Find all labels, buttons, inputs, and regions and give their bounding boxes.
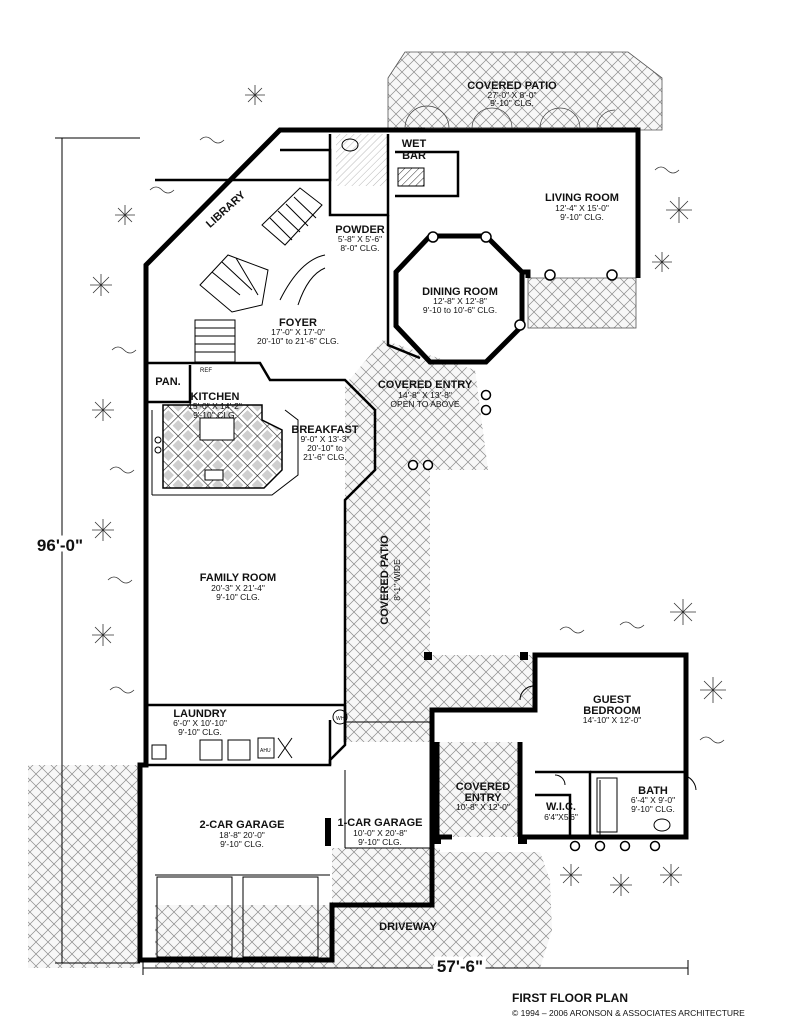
- breakfast-ceiling-2: 21'-6" CLG.: [303, 452, 347, 462]
- family-room-name: FAMILY ROOM: [200, 572, 276, 584]
- overall-depth-dimension: 96'-0": [37, 536, 83, 555]
- garage-2car-size: 18'-8" 20'-0": [219, 830, 265, 840]
- powder-name: POWDER: [335, 224, 385, 236]
- kitchen-island: [199, 417, 235, 441]
- bath-name: BATH: [638, 785, 668, 797]
- laundry-name: LAUNDRY: [173, 708, 227, 720]
- covered-patio-side-paving: [345, 470, 535, 742]
- water-heater: [332, 709, 348, 725]
- room-labels: COVERED PATIO 27'-0" X 8'-0" 9'-10" CLG.…: [155, 80, 675, 933]
- dining-room-ceiling: 9'-10 to 10'-6" CLG.: [423, 305, 497, 315]
- refrigerator-label: REF: [200, 368, 212, 374]
- garage-2car-ceiling: 9'-10" CLG.: [220, 839, 264, 849]
- tub: [596, 777, 618, 833]
- covered-entry-guest-name-2: ENTRY: [465, 792, 503, 804]
- garage-1car-name: 1-CAR GARAGE: [338, 817, 423, 829]
- laundry-sink: [151, 744, 167, 760]
- fixtures: [151, 138, 697, 833]
- covered-entry-main-size: 14'-8" X 13'-8": [398, 390, 452, 400]
- powder-size: 5'-8" X 5'-6": [338, 234, 382, 244]
- garage-1car-size: 10'-0" X 20'-8": [353, 828, 407, 838]
- driveway-paving: [28, 765, 552, 968]
- breakfast-size: 9'-0" X 13'-3": [301, 434, 350, 444]
- washer: [199, 739, 223, 761]
- powder-ceiling: 8'-0" CLG.: [340, 243, 379, 253]
- dimension-lines: [55, 137, 689, 975]
- foyer-name: FOYER: [279, 317, 317, 329]
- kitchen-size: 15'-0" X 14'-2": [188, 401, 242, 411]
- wet-bar-name-2: BAR: [402, 150, 426, 162]
- family-room-ceiling: 9'-10" CLG.: [216, 592, 260, 602]
- breakfast-ceiling-1: 20'-10" to: [307, 443, 343, 453]
- plan-title: FIRST FLOOR PLAN: [512, 991, 628, 1005]
- covered-patio-top-ceiling: 9'-10" CLG.: [490, 98, 534, 108]
- living-room-patio-paving: [527, 277, 637, 329]
- covered-patio-top-name: COVERED PATIO: [467, 80, 557, 92]
- dryer: [227, 739, 251, 761]
- pantry-name: PAN.: [155, 376, 180, 388]
- living-room-size: 12'-4" X 15'-0": [555, 203, 609, 213]
- wet-bar-name-1: WET: [402, 138, 427, 150]
- living-room-ceiling: 9'-10" CLG.: [560, 212, 604, 222]
- sink: [204, 469, 224, 481]
- dining-room-size: 12'-8" X 12'-8": [433, 296, 487, 306]
- covered-entry-main-name: COVERED ENTRY: [378, 379, 473, 391]
- guest-entry-paving: [437, 742, 520, 837]
- powder-toilet: [341, 138, 359, 152]
- covered-patio-side-name: COVERED PATIO: [379, 535, 391, 625]
- library-name: LIBRARY: [204, 189, 249, 231]
- wic-name: W.I.C.: [546, 801, 576, 813]
- living-room-name: LIVING ROOM: [545, 192, 619, 204]
- covered-entry-guest-size: 10'-8" X 12'-0": [456, 802, 510, 812]
- guest-bedroom-name-1: GUEST: [593, 694, 631, 706]
- kitchen-ceiling: 9'-10" CLG.: [193, 410, 237, 420]
- interior-walls: [146, 134, 686, 958]
- covered-patio-side-size: 8'-1" WIDE: [392, 559, 402, 601]
- foyer-ceiling: 20'-10" to 21'-6" CLG.: [257, 336, 339, 346]
- kitchen-name: KITCHEN: [191, 391, 240, 403]
- patio-doors: [404, 105, 616, 129]
- foyer-size: 17'-0" X 17'-0": [271, 327, 325, 337]
- powder-tile-floor: [336, 134, 388, 186]
- covered-entry-guest-name-1: COVERED: [456, 781, 510, 793]
- covered-entry-paving: [345, 340, 488, 500]
- kitchen-tile-floor: [162, 404, 283, 489]
- guest-bedroom-size: 14'-10" X 12'-0": [583, 715, 641, 725]
- garage-1car-ceiling: 9'-10" CLG.: [358, 837, 402, 847]
- bath-ceiling: 9'-10" CLG.: [631, 804, 675, 814]
- water-heater-label: WH: [336, 716, 345, 722]
- landscaping: [90, 85, 726, 896]
- wic-size: 6'4"X5'6": [544, 812, 578, 822]
- wet-bar-counter: [397, 167, 425, 187]
- copyright-notice: © 1994 – 2006 ARONSON & ASSOCIATES ARCHI…: [512, 1008, 745, 1018]
- covered-entry-main-ceiling: OPEN TO ABOVE: [390, 399, 459, 409]
- overall-width-dimension: 57'-6": [437, 957, 483, 976]
- laundry-ceiling: 9'-10" CLG.: [178, 727, 222, 737]
- columns: [407, 231, 661, 852]
- family-room-size: 20'-3" X 21'-4": [211, 583, 265, 593]
- guest-bedroom-name-2: BEDROOM: [583, 705, 640, 717]
- dining-room-name: DINING ROOM: [422, 286, 498, 298]
- laundry-size: 6'-0" X 10'-10": [173, 718, 227, 728]
- paving: [28, 51, 663, 968]
- garage-2car-name: 2-CAR GARAGE: [200, 819, 285, 831]
- stairs: [194, 187, 326, 363]
- air-handler-label: AHU: [260, 748, 271, 754]
- covered-patio-top-size: 27'-0" X 8'-0": [488, 90, 537, 100]
- breakfast-name: BREAKFAST: [291, 424, 359, 436]
- bath-toilet: [653, 818, 671, 832]
- driveway-name: DRIVEWAY: [379, 921, 437, 933]
- bath-size: 6'-4" X 9'-0": [631, 795, 675, 805]
